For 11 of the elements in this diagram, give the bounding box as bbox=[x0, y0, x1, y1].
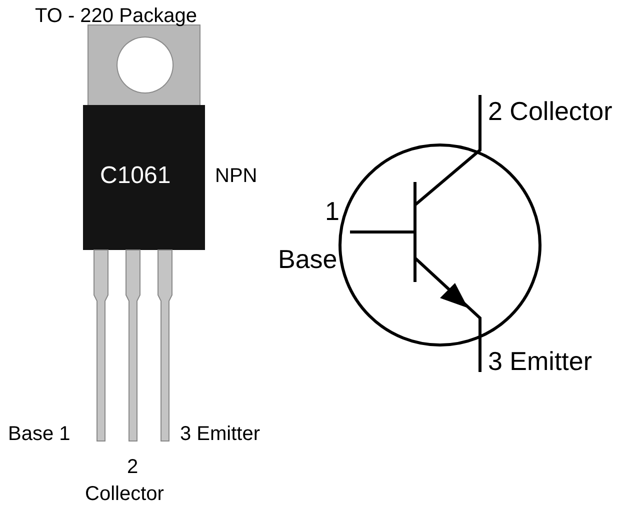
pin-label: 3 Emitter bbox=[180, 424, 260, 444]
title: TO - 220 Package bbox=[35, 6, 197, 26]
part-number: C1061 bbox=[100, 164, 171, 188]
pin-label: 3 Emitter bbox=[488, 348, 592, 374]
pin-number: 1 bbox=[325, 198, 340, 224]
pin-label: Base 1 bbox=[8, 424, 70, 444]
type-label: NPN bbox=[215, 166, 258, 186]
pin-label: Base bbox=[278, 246, 338, 272]
pin-label: Collector bbox=[85, 484, 164, 504]
pin-number: 2 bbox=[127, 457, 138, 477]
pin-label: 2 Collector bbox=[488, 98, 612, 124]
